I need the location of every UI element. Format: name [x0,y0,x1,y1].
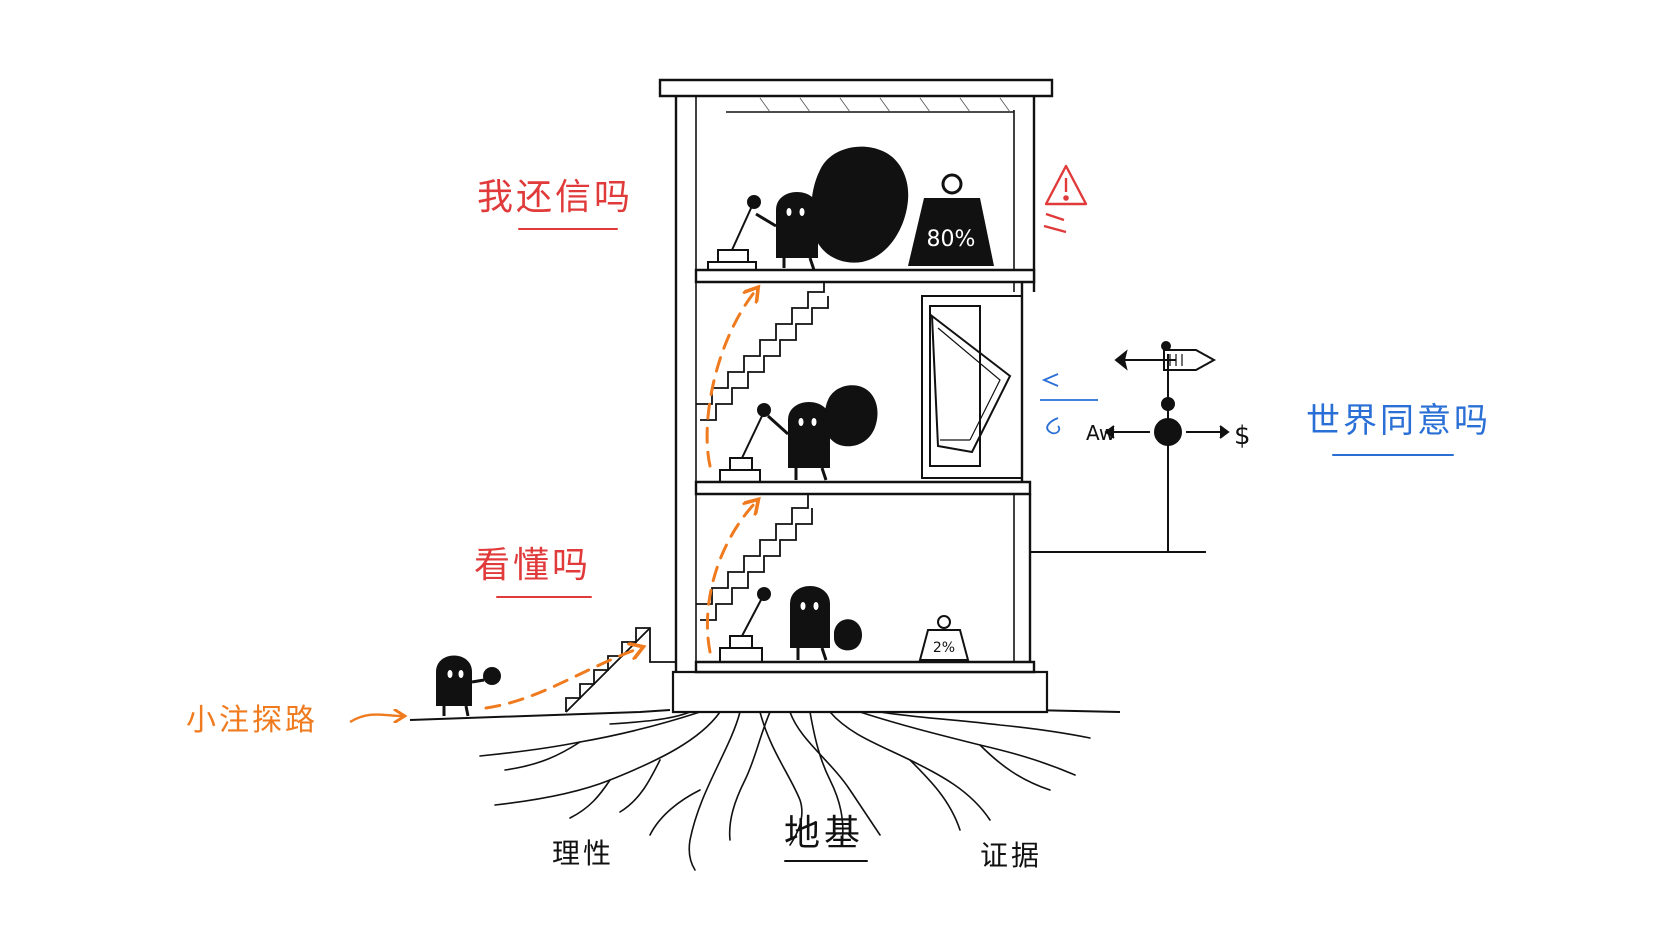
lever-low [719,587,771,663]
creature-low [790,586,830,661]
creature-top [755,192,818,271]
vane-left-symbol: Aw [1086,421,1115,445]
creature-outside [436,655,501,717]
open-window [921,295,1023,479]
wind-arrow-icon [1040,373,1098,435]
label-world-agrees: 世界同意吗 [1306,401,1491,441]
label-foundation: 地基 [784,813,865,854]
label-understand: 看懂吗 [474,545,592,586]
boulder-large [811,146,909,263]
underline-still-believe [518,228,618,230]
weight-top: 80% [908,173,994,266]
label-still-believe: 我还信吗 [477,177,634,218]
foundation-slab [671,670,1049,714]
lever-top [707,195,761,271]
underline-foundation [784,860,868,862]
climb-path [484,290,756,710]
lever-mid [719,403,771,483]
stairs-upper [696,282,829,421]
warning-triangle-icon [1043,164,1088,234]
weight-bottom-label: 2% [933,640,955,656]
weather-vane [1104,341,1230,553]
roots [479,711,1091,871]
weight-bottom: 2% [918,615,970,661]
underline-understand [496,596,592,598]
vane-right-symbol: $ [1234,421,1251,451]
label-little-bet: 小注探路 [186,703,318,738]
underline-world-agrees [1332,454,1454,456]
building-shell [658,78,1206,674]
label-reason: 理性 [552,837,615,870]
boulder-medium [823,385,878,447]
label-evidence: 证据 [980,839,1043,872]
rock-small [834,619,862,651]
stairs-outside [565,627,676,713]
weight-top-label: 80% [927,227,976,252]
stairs-lower [696,494,813,621]
bet-arrow [349,715,402,723]
creature-mid [766,402,830,481]
